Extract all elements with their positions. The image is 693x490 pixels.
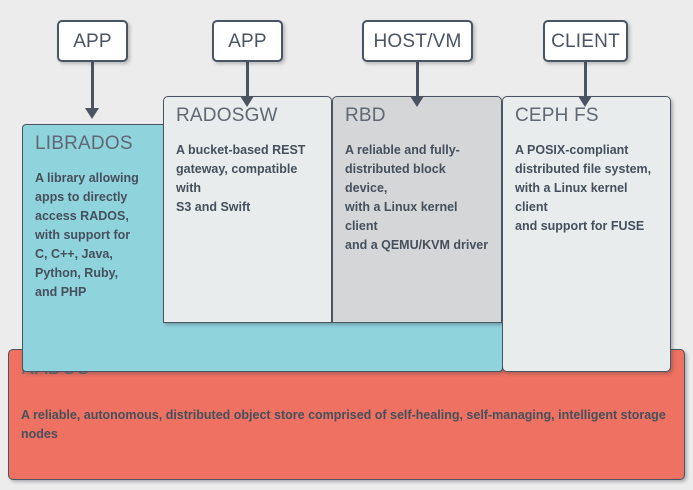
- layer-rbd-description: A reliable and fully- distributed block …: [345, 142, 489, 252]
- layer-cephfs-description: A POSIX-compliant distributed file syste…: [515, 142, 652, 233]
- layer-librados-title: LIBRADOS: [35, 133, 133, 154]
- client-box-app-radosgw[interactable]: APP: [212, 20, 283, 62]
- layer-radosgw-description: A bucket-based REST gateway, compatible …: [176, 142, 306, 214]
- arrow-to-cephfs: [584, 62, 587, 96]
- arrow-to-rbd-head-icon: [410, 96, 424, 107]
- arrow-to-radosgw-head-icon: [240, 96, 254, 107]
- layer-cephfs-content: CEPH FS A POSIX-compliant distributed fi…: [515, 105, 660, 236]
- layer-radosgw-content: RADOSGW A bucket-based REST gateway, com…: [176, 105, 321, 217]
- arrow-to-cephfs-head-icon: [578, 96, 592, 107]
- arrow-to-rbd: [416, 62, 419, 96]
- client-box-host-vm[interactable]: HOST/VM: [362, 20, 473, 62]
- layer-radosgw[interactable]: RADOSGW A bucket-based REST gateway, com…: [163, 96, 332, 323]
- client-box-client[interactable]: CLIENT: [543, 20, 628, 62]
- layer-radosgw-title: RADOSGW: [176, 105, 278, 126]
- arrow-to-librados: [91, 62, 94, 108]
- client-box-app-librados-label: APP: [73, 30, 112, 52]
- arrow-to-radosgw: [246, 62, 249, 96]
- client-box-app-radosgw-label: APP: [228, 30, 267, 52]
- layer-rbd-title: RBD: [345, 105, 386, 126]
- layer-cephfs[interactable]: CEPH FS A POSIX-compliant distributed fi…: [502, 96, 671, 372]
- arrow-to-librados-head-icon: [85, 108, 99, 119]
- client-box-host-vm-label: HOST/VM: [373, 30, 462, 52]
- layer-cephfs-title: CEPH FS: [515, 105, 599, 126]
- layer-rbd-content: RBD A reliable and fully- distributed bl…: [345, 105, 491, 255]
- layer-librados-description: A library allowing apps to directly acce…: [35, 170, 139, 299]
- client-box-app-librados[interactable]: APP: [57, 20, 128, 62]
- layer-rados-description: A reliable, autonomous, distributed obje…: [21, 407, 666, 441]
- layer-librados-content: LIBRADOS A library allowing apps to dire…: [35, 133, 492, 302]
- client-box-client-label: CLIENT: [551, 30, 620, 52]
- layer-rbd[interactable]: RBD A reliable and fully- distributed bl…: [332, 96, 502, 323]
